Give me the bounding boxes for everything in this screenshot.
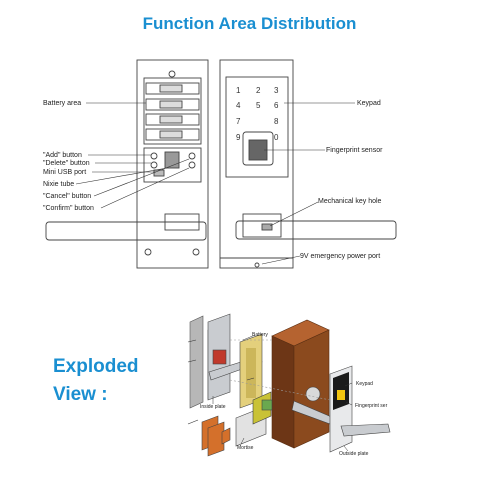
callout-keypad: Keypad: [357, 100, 381, 107]
label-mortise: Mortise: [237, 445, 254, 451]
battery-compartment: [143, 77, 202, 145]
label-outside-plate: Outside plate: [339, 451, 369, 457]
exploded-heading-line1: Exploded: [53, 356, 139, 377]
keypad-digit: 2: [256, 86, 261, 95]
keypad-digit: 5: [256, 101, 261, 110]
exploded-heading-line2: View :: [53, 384, 108, 405]
keypad-digit: 7: [236, 117, 241, 126]
outside-handle: [235, 220, 397, 240]
fingerprint-sensor-shape: [242, 131, 274, 166]
keypad-panel: [225, 76, 289, 178]
inside-handle: [45, 221, 207, 241]
right-leader-lines: [261, 102, 355, 265]
callout-battery-area: Battery area: [43, 100, 81, 107]
keypad-digit: 1: [236, 86, 241, 95]
label-battery: Battery: [252, 332, 268, 338]
control-panel: [143, 147, 202, 183]
keypad-digit: 3: [274, 86, 279, 95]
keypad-digit: 6: [274, 101, 279, 110]
outside-unit-drawing: [219, 59, 397, 269]
label-keypad: Keypad: [356, 381, 373, 387]
keypad-digit: 4: [236, 101, 241, 110]
callout-fingerprint-sensor: Fingerprint sensor: [326, 147, 383, 154]
callout-emergency-power-port: 9V emergency power port: [300, 253, 380, 260]
callout-confirm-button: "Confirm" button: [43, 205, 94, 212]
left-leader-lines: [75, 102, 190, 209]
callout-add-button: "Add" button: [43, 152, 82, 159]
exploded-view: [187, 313, 391, 457]
callout-cancel-button: "Cancel" button: [43, 193, 91, 200]
callout-mechanical-key-hole: Mechanical key hole: [318, 198, 382, 205]
keypad-digits: 1 2 3 4 5 6 7 8 9 0: [236, 86, 279, 142]
label-fingerprint: Fingerprint ser: [355, 403, 388, 409]
page-title: Function Area Distribution: [142, 14, 357, 33]
callout-mini-usb: Mini USB port: [43, 169, 86, 176]
callout-delete-button: "Delete" button: [43, 160, 90, 167]
keypad-digit: 0: [274, 133, 279, 142]
keypad-digit: 8: [274, 117, 279, 126]
callout-nixie-tube: Nixie tube: [43, 181, 74, 188]
label-inside-plate: Inside plate: [200, 404, 226, 410]
inside-plate-outline: [136, 59, 209, 269]
outside-plate-outline: [219, 59, 294, 269]
keypad-digit: 9: [236, 133, 241, 142]
